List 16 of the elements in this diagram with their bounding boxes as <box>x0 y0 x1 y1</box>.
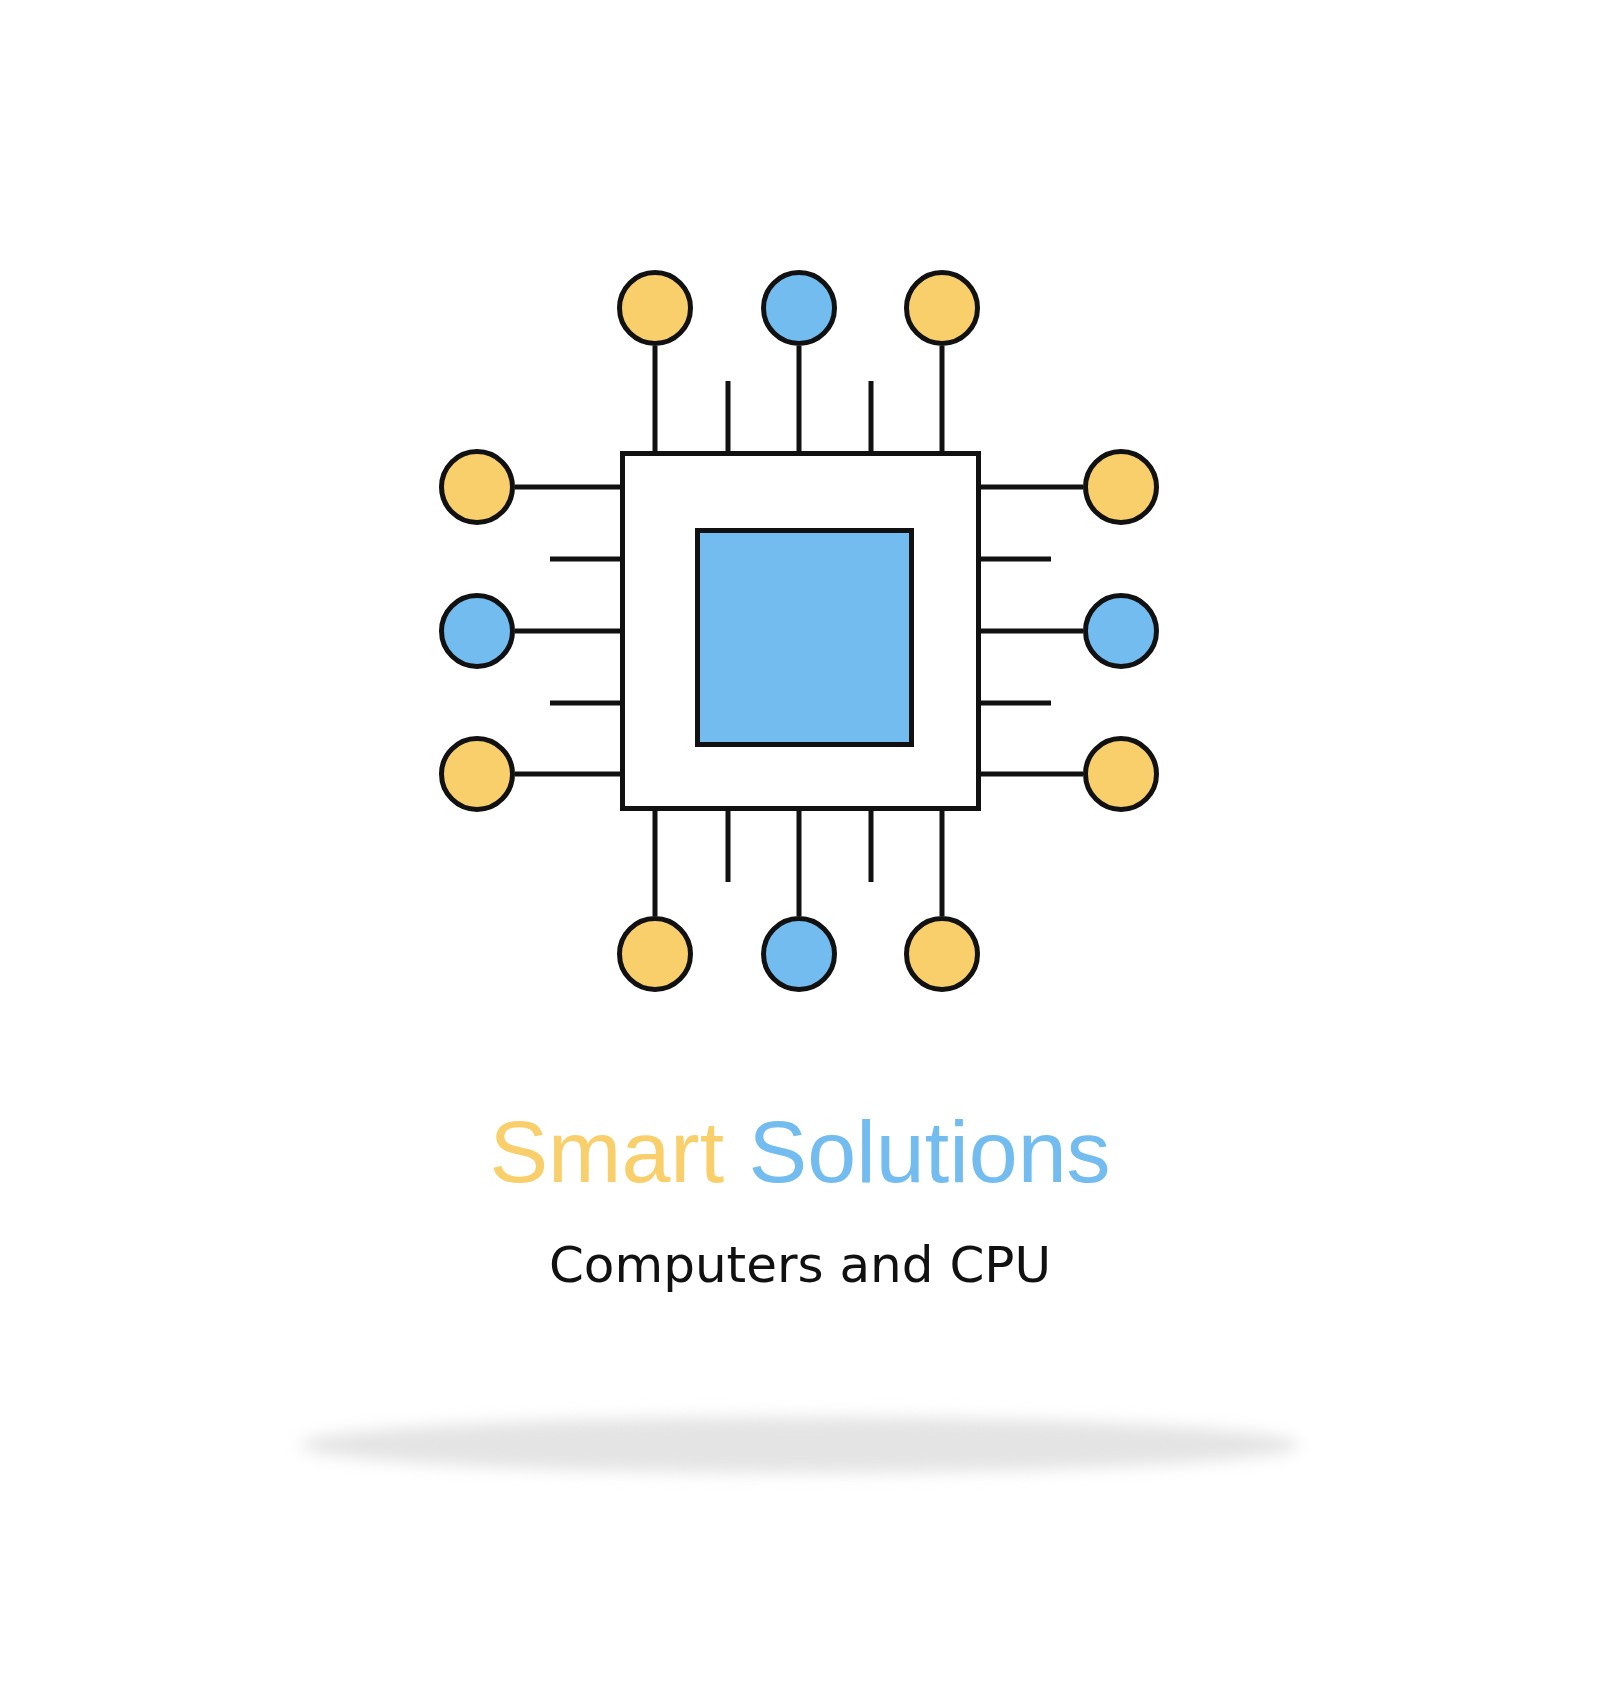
connector-line <box>939 346 945 451</box>
connector-line <box>515 628 620 634</box>
subtitle: Computers and CPU <box>548 1236 1052 1294</box>
title: Smart Solutions <box>489 1102 1111 1201</box>
connector-line <box>981 628 1083 634</box>
connector-line <box>652 811 658 916</box>
connector-line <box>515 484 620 490</box>
chip-body <box>620 451 981 811</box>
processor-die <box>695 528 914 747</box>
connector-line <box>515 771 620 777</box>
connector-line <box>981 771 1083 777</box>
connector-line <box>652 346 658 451</box>
connector-line <box>796 811 802 916</box>
connector-line <box>796 346 802 451</box>
connector-line <box>939 811 945 916</box>
connector-line <box>981 484 1083 490</box>
